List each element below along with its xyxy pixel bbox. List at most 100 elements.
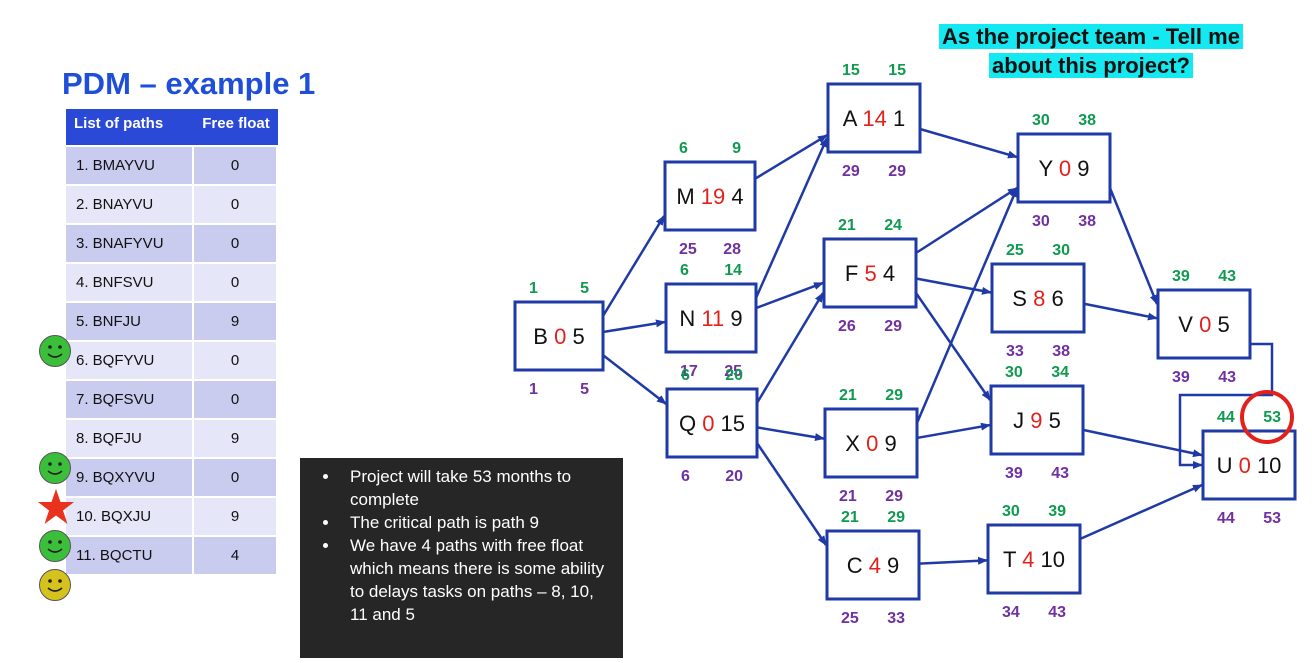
node-label: U 0 10 xyxy=(1217,453,1282,478)
arrow-F-J xyxy=(914,292,992,401)
node-id: X xyxy=(845,431,866,456)
late-start: 21 xyxy=(839,488,857,505)
late-finish: 25 xyxy=(724,363,742,380)
early-start: 30 xyxy=(1032,112,1050,129)
node-float: 4 xyxy=(869,553,881,578)
late-finish: 33 xyxy=(887,610,905,627)
node-label: X 0 9 xyxy=(845,431,896,456)
node-duration: 4 xyxy=(877,261,895,286)
node-float: 0 xyxy=(1239,453,1251,478)
node-label: S 8 6 xyxy=(1012,286,1063,311)
early-start: 6 xyxy=(680,262,689,279)
early-finish: 9 xyxy=(732,140,741,157)
node-float: 0 xyxy=(866,431,878,456)
late-finish: 20 xyxy=(725,468,743,485)
early-finish: 5 xyxy=(580,280,589,297)
header-free-float: Free float xyxy=(194,109,278,145)
node-duration: 9 xyxy=(724,306,742,331)
header-list-of-paths: List of paths xyxy=(66,109,194,145)
arrow-N-A xyxy=(754,137,829,299)
path-free-float: 0 xyxy=(194,379,278,418)
node-box xyxy=(664,282,758,354)
early-start: 30 xyxy=(1005,364,1023,381)
node-id: V xyxy=(1178,312,1199,337)
node-duration: 4 xyxy=(725,184,743,209)
late-finish: 43 xyxy=(1051,465,1069,482)
node-float: 5 xyxy=(864,261,876,286)
late-start: 44 xyxy=(1217,510,1235,527)
node-float: 11 xyxy=(701,306,724,331)
node-id: A xyxy=(843,106,863,131)
arrow-B-M xyxy=(601,215,666,317)
early-start: 15 xyxy=(842,62,860,79)
late-finish: 43 xyxy=(1048,604,1066,621)
path-name: 6. BQFYVU xyxy=(66,340,194,379)
arrow-S-V xyxy=(1083,302,1158,321)
early-start: 25 xyxy=(1006,242,1024,259)
node-label: B 0 5 xyxy=(533,324,584,349)
node-box xyxy=(663,160,757,232)
path-name: 3. BNAFYVU xyxy=(66,223,194,262)
node-box xyxy=(1016,132,1112,204)
node-float: 0 xyxy=(1199,312,1211,337)
early-finish: 14 xyxy=(724,262,742,279)
path-name: 11. BQCTU xyxy=(66,535,194,574)
smiley-icon xyxy=(38,529,72,568)
smiley-icon xyxy=(38,568,72,607)
early-start: 44 xyxy=(1217,409,1235,426)
late-start: 39 xyxy=(1172,369,1190,386)
path-free-float: 0 xyxy=(194,145,278,184)
late-finish: 38 xyxy=(1052,343,1070,360)
node-label: C 4 9 xyxy=(847,553,900,578)
path-name: 9. BQXYVU xyxy=(66,457,194,496)
node-duration: 9 xyxy=(1071,156,1089,181)
path-free-float: 9 xyxy=(194,496,278,535)
critical-star-icon xyxy=(37,488,75,531)
early-start: 21 xyxy=(841,509,859,526)
node-id: T xyxy=(1003,547,1022,572)
node-label: V 0 5 xyxy=(1178,312,1229,337)
path-name: 7. BQFSVU xyxy=(66,379,194,418)
path-name: 10. BQXJU xyxy=(66,496,194,535)
node-duration: 10 xyxy=(1034,547,1065,572)
arrow-Y-V xyxy=(1108,187,1159,305)
late-start: 39 xyxy=(1005,465,1023,482)
summary-item: Project will take 53 months to complete xyxy=(340,465,613,511)
node-label: M 19 4 xyxy=(676,184,743,209)
node-box xyxy=(1201,429,1297,501)
node-id: J xyxy=(1013,408,1030,433)
node-box xyxy=(665,387,759,459)
node-box xyxy=(826,82,922,154)
node-label: T 4 10 xyxy=(1003,547,1065,572)
late-finish: 5 xyxy=(580,381,589,398)
node-id: F xyxy=(845,261,865,286)
node-label: J 9 5 xyxy=(1013,408,1061,433)
arrow-F-Y xyxy=(915,186,1018,255)
node-duration: 9 xyxy=(878,431,896,456)
node-float: 0 xyxy=(1059,156,1071,181)
node-label: N 11 9 xyxy=(679,306,742,331)
node-float: 19 xyxy=(701,184,725,209)
node-float: 4 xyxy=(1022,547,1034,572)
path-free-float: 0 xyxy=(194,262,278,301)
headline-line-2: about this project? xyxy=(989,53,1193,78)
early-finish: 29 xyxy=(887,509,905,526)
node-label: A 14 1 xyxy=(843,106,905,131)
node-duration: 10 xyxy=(1251,453,1282,478)
dependency-arrows xyxy=(601,127,1274,565)
arrow-Q-X xyxy=(756,426,825,442)
early-finish: 20 xyxy=(725,367,743,384)
arrow-F-S xyxy=(915,277,992,295)
